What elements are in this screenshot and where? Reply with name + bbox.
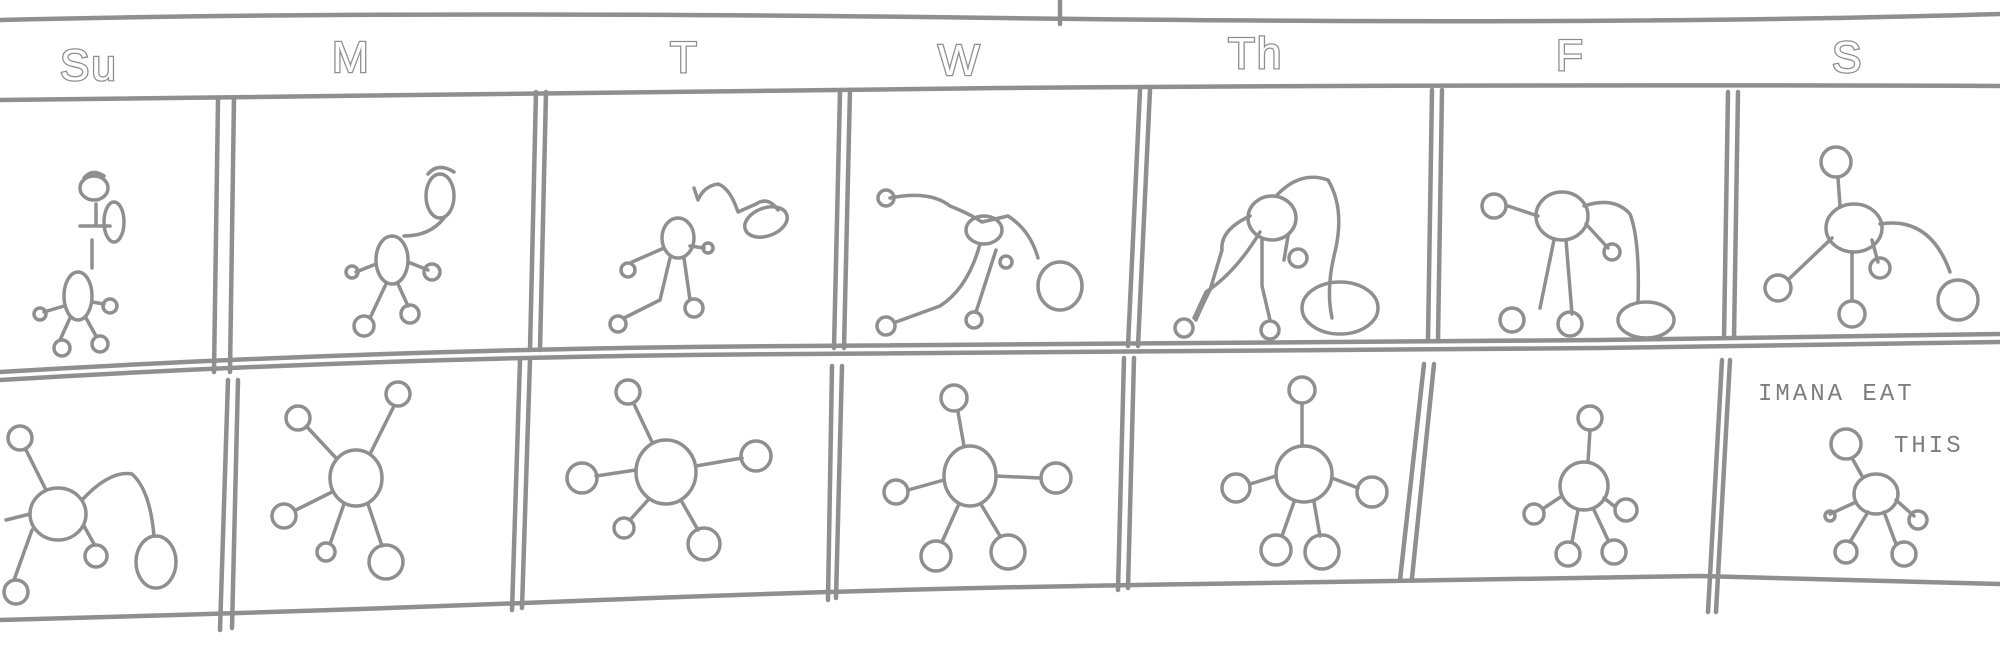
figure-su-row1 <box>32 170 126 358</box>
figure-t-row2 <box>565 378 773 562</box>
day-label-m: M <box>332 33 371 82</box>
header-band <box>0 0 2000 103</box>
figure-th-row2 <box>1220 375 1389 571</box>
figure-su-row2 <box>2 424 178 606</box>
figure-f-row1 <box>1480 190 1676 340</box>
day-labels: Su M T W Th F S <box>59 28 1863 92</box>
note-line-2: THIS <box>1894 433 1964 460</box>
figure-th-row1 <box>1173 175 1380 341</box>
figure-s-row2 <box>1823 427 1929 568</box>
figure-m-row1 <box>344 165 456 338</box>
figure-w-row1 <box>875 188 1084 337</box>
day-label-th: Th <box>1228 29 1283 78</box>
day-label-su: Su <box>60 41 118 90</box>
handwritten-note: IMANA EAT THIS <box>1758 381 1964 460</box>
day-label-f: F <box>1556 31 1585 80</box>
figure-w-row2 <box>882 383 1073 573</box>
figure-f-row2 <box>1522 404 1639 568</box>
figure-s-row1 <box>1763 145 1980 329</box>
figure-m-row2 <box>270 380 412 581</box>
day-label-w: W <box>938 36 982 85</box>
day-label-s: S <box>1832 33 1863 82</box>
figure-t-row1 <box>608 182 789 334</box>
day-label-t: T <box>670 33 699 82</box>
note-line-1: IMANA EAT <box>1758 381 1915 408</box>
calendar-grid <box>0 87 2000 633</box>
